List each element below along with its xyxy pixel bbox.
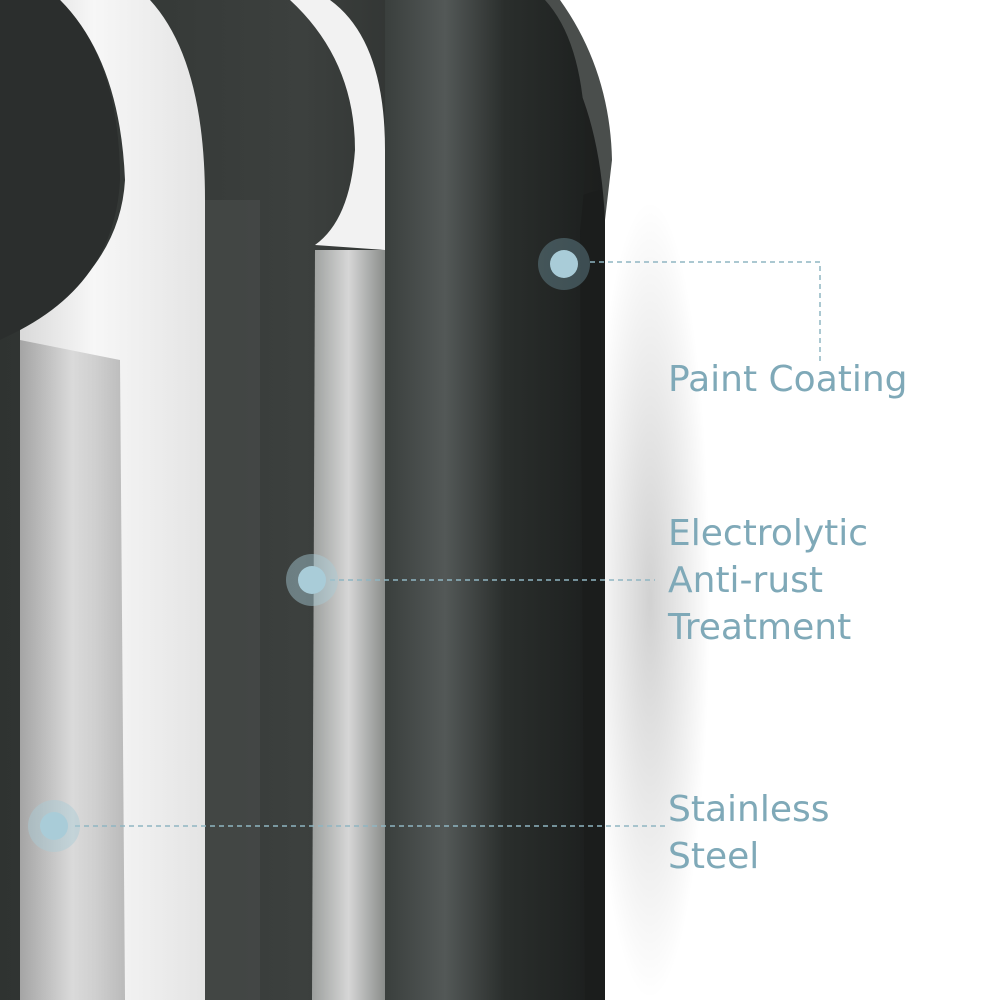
paint-coating-top xyxy=(545,190,605,1000)
electrolytic-layer-strip xyxy=(312,250,385,1000)
marker-paint-coating xyxy=(538,238,590,290)
leader-line-paint xyxy=(590,261,821,365)
inner-dark-band xyxy=(385,0,586,1000)
marker-electrolytic xyxy=(286,554,338,606)
stainless-steel-face xyxy=(20,340,125,1000)
paint-coating-rim xyxy=(540,0,612,220)
inner-hollow xyxy=(0,0,120,340)
electrolytic-layer-curve xyxy=(290,0,385,250)
object-shadow xyxy=(590,200,710,1000)
label-electrolytic-treatment: Electrolytic Anti-rust Treatment xyxy=(668,513,869,648)
marker-stainless-steel xyxy=(28,800,80,852)
stainless-steel-shade xyxy=(205,200,260,1000)
label-paint-coating: Paint Coating xyxy=(668,359,908,400)
label-stainless-steel: Stainless Steel xyxy=(668,789,830,877)
